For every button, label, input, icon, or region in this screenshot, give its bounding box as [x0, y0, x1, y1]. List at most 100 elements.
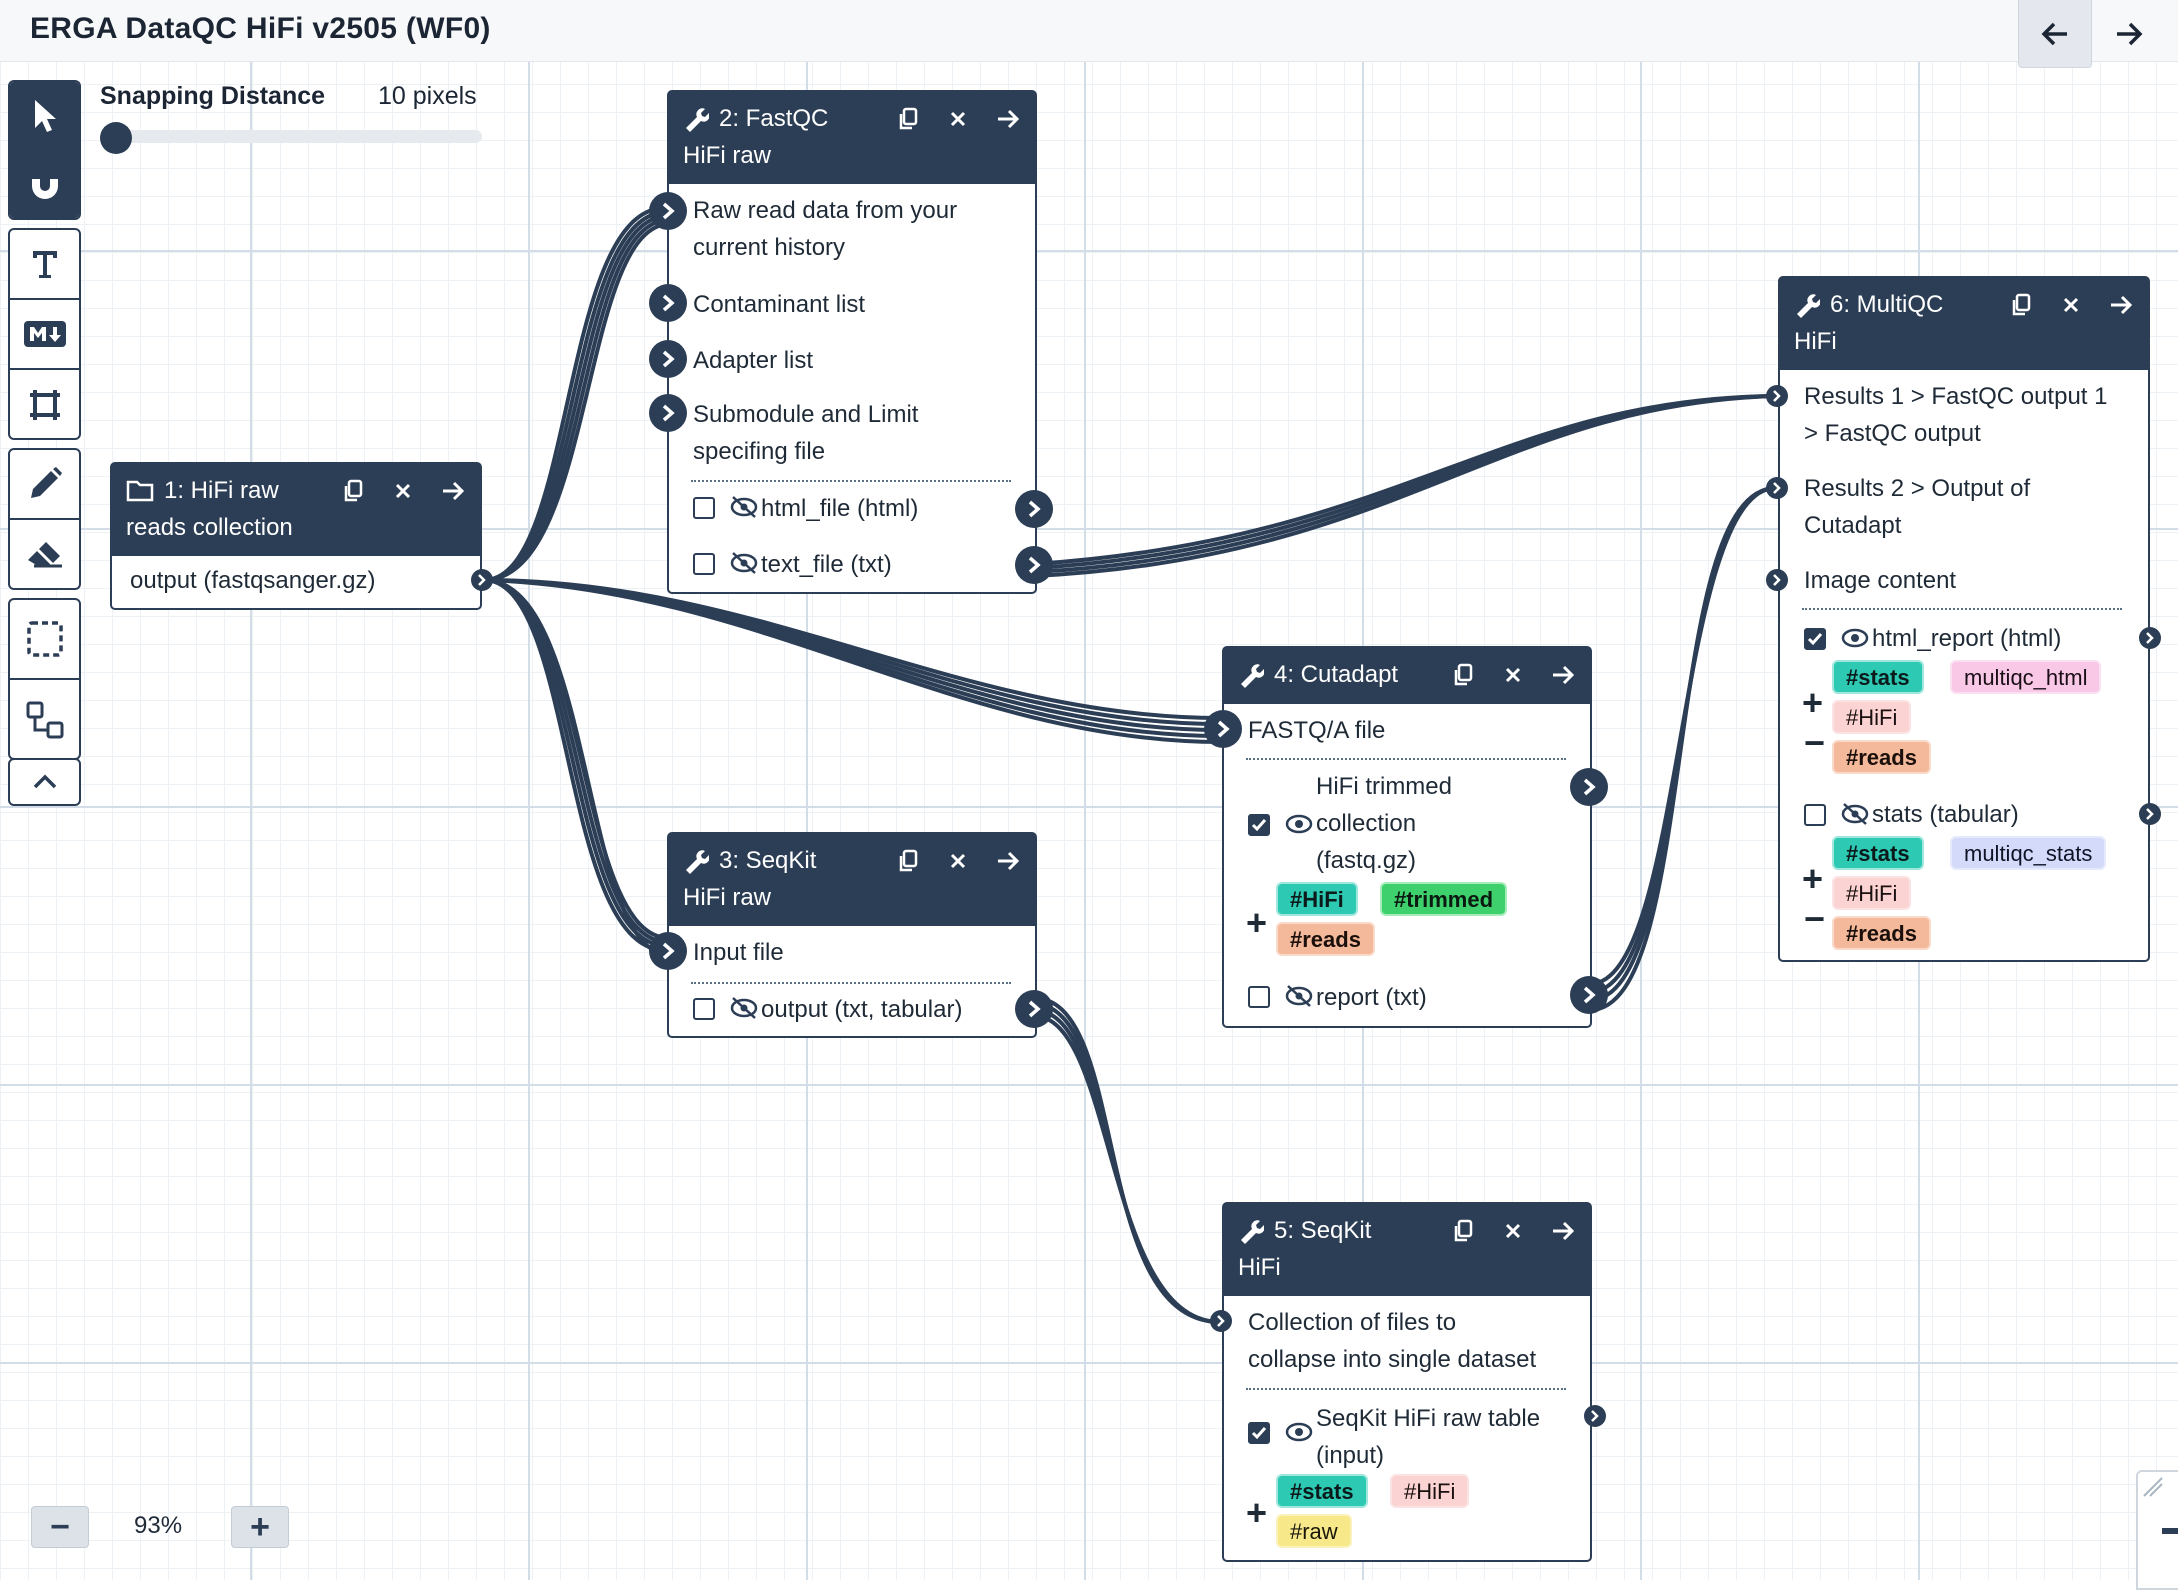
- close-icon[interactable]: [2060, 290, 2082, 320]
- minimap-collapse-bar[interactable]: [2162, 1528, 2178, 1534]
- arrow-right-icon[interactable]: [1552, 1216, 1574, 1246]
- close-icon[interactable]: [392, 476, 414, 506]
- auto-layout-tool[interactable]: [10, 680, 79, 758]
- input-port[interactable]: [1766, 477, 1788, 499]
- snapping-slider-track[interactable]: [110, 130, 482, 143]
- arrow-right-icon[interactable]: [997, 104, 1019, 134]
- add-tag-icon[interactable]: +: [1802, 682, 1824, 723]
- output-checkbox[interactable]: [1804, 804, 1826, 826]
- output-port[interactable]: [1570, 768, 1608, 806]
- snapping-slider-handle[interactable]: [100, 122, 132, 154]
- input-port[interactable]: [649, 394, 687, 432]
- output-checkbox[interactable]: [1804, 628, 1826, 650]
- node-fastqc-hifi-raw[interactable]: 2: FastQC HiFi raw Raw read data from yo…: [667, 90, 1037, 594]
- remove-tag-icon[interactable]: −: [1804, 722, 1826, 763]
- output-port[interactable]: [1570, 976, 1608, 1014]
- input-port[interactable]: [1766, 569, 1788, 591]
- text-tool[interactable]: [10, 230, 79, 300]
- output-port[interactable]: [1015, 546, 1053, 584]
- collapse-toolbar-button[interactable]: [10, 760, 79, 804]
- output-port[interactable]: [471, 569, 493, 591]
- output-port[interactable]: [2139, 627, 2161, 649]
- arrow-right-icon[interactable]: [442, 476, 464, 506]
- clone-icon[interactable]: [897, 846, 919, 876]
- frame-tool[interactable]: [10, 370, 79, 438]
- tag[interactable]: #raw: [1276, 1514, 1352, 1548]
- node-multiqc-hifi[interactable]: 6: MultiQC HiFi Results 1 > FastQC outpu…: [1778, 276, 2150, 962]
- add-tag-icon[interactable]: +: [1246, 902, 1268, 943]
- zoom-in-button[interactable]: +: [231, 1506, 289, 1548]
- output-checkbox[interactable]: [693, 497, 715, 519]
- eye-slash-icon[interactable]: [729, 495, 759, 519]
- clone-icon[interactable]: [342, 476, 364, 506]
- arrow-right-icon[interactable]: [997, 846, 1019, 876]
- pointer-tool[interactable]: [10, 82, 79, 152]
- eye-icon[interactable]: [1284, 812, 1314, 836]
- magnet-tool[interactable]: [10, 152, 79, 218]
- output-checkbox[interactable]: [693, 998, 715, 1020]
- input-port[interactable]: [1766, 385, 1788, 407]
- tag[interactable]: #stats: [1832, 660, 1924, 694]
- forward-button[interactable]: [2092, 0, 2166, 68]
- tag[interactable]: #HiFi: [1276, 882, 1358, 916]
- tag[interactable]: #reads: [1832, 740, 1931, 774]
- input-port[interactable]: [649, 932, 687, 970]
- output-checkbox[interactable]: [693, 553, 715, 575]
- pencil-tool[interactable]: [10, 450, 79, 520]
- remove-tag-icon[interactable]: −: [1804, 898, 1826, 939]
- clone-icon[interactable]: [897, 104, 919, 134]
- input-port[interactable]: [1204, 710, 1242, 748]
- output-checkbox[interactable]: [1248, 986, 1270, 1008]
- node-header[interactable]: 6: MultiQC HiFi: [1780, 278, 2148, 370]
- clone-icon[interactable]: [1452, 1216, 1474, 1246]
- close-icon[interactable]: [1502, 660, 1524, 690]
- node-seqkit-hifi[interactable]: 5: SeqKit HiFi Collection of files to co…: [1222, 1202, 1592, 1562]
- close-icon[interactable]: [1502, 1216, 1524, 1246]
- tag[interactable]: #reads: [1276, 922, 1375, 956]
- input-port[interactable]: [649, 192, 687, 230]
- box-select-tool[interactable]: [10, 600, 79, 680]
- eye-icon[interactable]: [1840, 626, 1870, 650]
- tag[interactable]: #stats: [1276, 1474, 1368, 1508]
- output-port[interactable]: [1015, 990, 1053, 1028]
- node-cutadapt[interactable]: 4: Cutadapt FASTQ/A file HiFi trimmed co…: [1222, 646, 1592, 1028]
- clone-icon[interactable]: [2010, 290, 2032, 320]
- eye-slash-icon[interactable]: [1840, 802, 1870, 826]
- tag[interactable]: #HiFi: [1832, 700, 1912, 734]
- close-icon[interactable]: [947, 846, 969, 876]
- tag[interactable]: #reads: [1832, 916, 1931, 950]
- eye-slash-icon[interactable]: [729, 996, 759, 1020]
- arrow-right-icon[interactable]: [2110, 290, 2132, 320]
- node-header[interactable]: 3: SeqKit HiFi raw: [669, 834, 1035, 926]
- markdown-tool[interactable]: [10, 300, 79, 370]
- back-button[interactable]: [2018, 0, 2092, 68]
- eye-icon[interactable]: [1284, 1420, 1314, 1444]
- node-header[interactable]: 2: FastQC HiFi raw: [669, 92, 1035, 184]
- output-port[interactable]: [2139, 803, 2161, 825]
- input-port[interactable]: [649, 284, 687, 322]
- node-hifi-raw-reads-collection[interactable]: 1: HiFi raw reads collection output (fas…: [110, 462, 482, 610]
- minimap[interactable]: [2136, 1470, 2178, 1590]
- tag[interactable]: #HiFi: [1832, 876, 1912, 910]
- arrow-right-icon[interactable]: [1552, 660, 1574, 690]
- tag[interactable]: multiqc_stats: [1950, 836, 2107, 870]
- output-checkbox[interactable]: [1248, 1422, 1270, 1444]
- eraser-tool[interactable]: [10, 520, 79, 588]
- eye-slash-icon[interactable]: [729, 551, 759, 575]
- tag[interactable]: #HiFi: [1390, 1474, 1470, 1508]
- node-header[interactable]: 1: HiFi raw reads collection: [112, 464, 480, 556]
- node-header[interactable]: 4: Cutadapt: [1224, 648, 1590, 704]
- output-checkbox[interactable]: [1248, 814, 1270, 836]
- tag[interactable]: #stats: [1832, 836, 1924, 870]
- zoom-out-button[interactable]: −: [31, 1506, 89, 1548]
- clone-icon[interactable]: [1452, 660, 1474, 690]
- node-header[interactable]: 5: SeqKit HiFi: [1224, 1204, 1590, 1296]
- output-port[interactable]: [1584, 1405, 1606, 1427]
- close-icon[interactable]: [947, 104, 969, 134]
- node-seqkit-hifi-raw[interactable]: 3: SeqKit HiFi raw Input file output (tx…: [667, 832, 1037, 1038]
- output-port[interactable]: [1015, 490, 1053, 528]
- input-port[interactable]: [649, 340, 687, 378]
- eye-slash-icon[interactable]: [1284, 984, 1314, 1008]
- tag[interactable]: #trimmed: [1380, 882, 1508, 916]
- input-port[interactable]: [1210, 1310, 1232, 1332]
